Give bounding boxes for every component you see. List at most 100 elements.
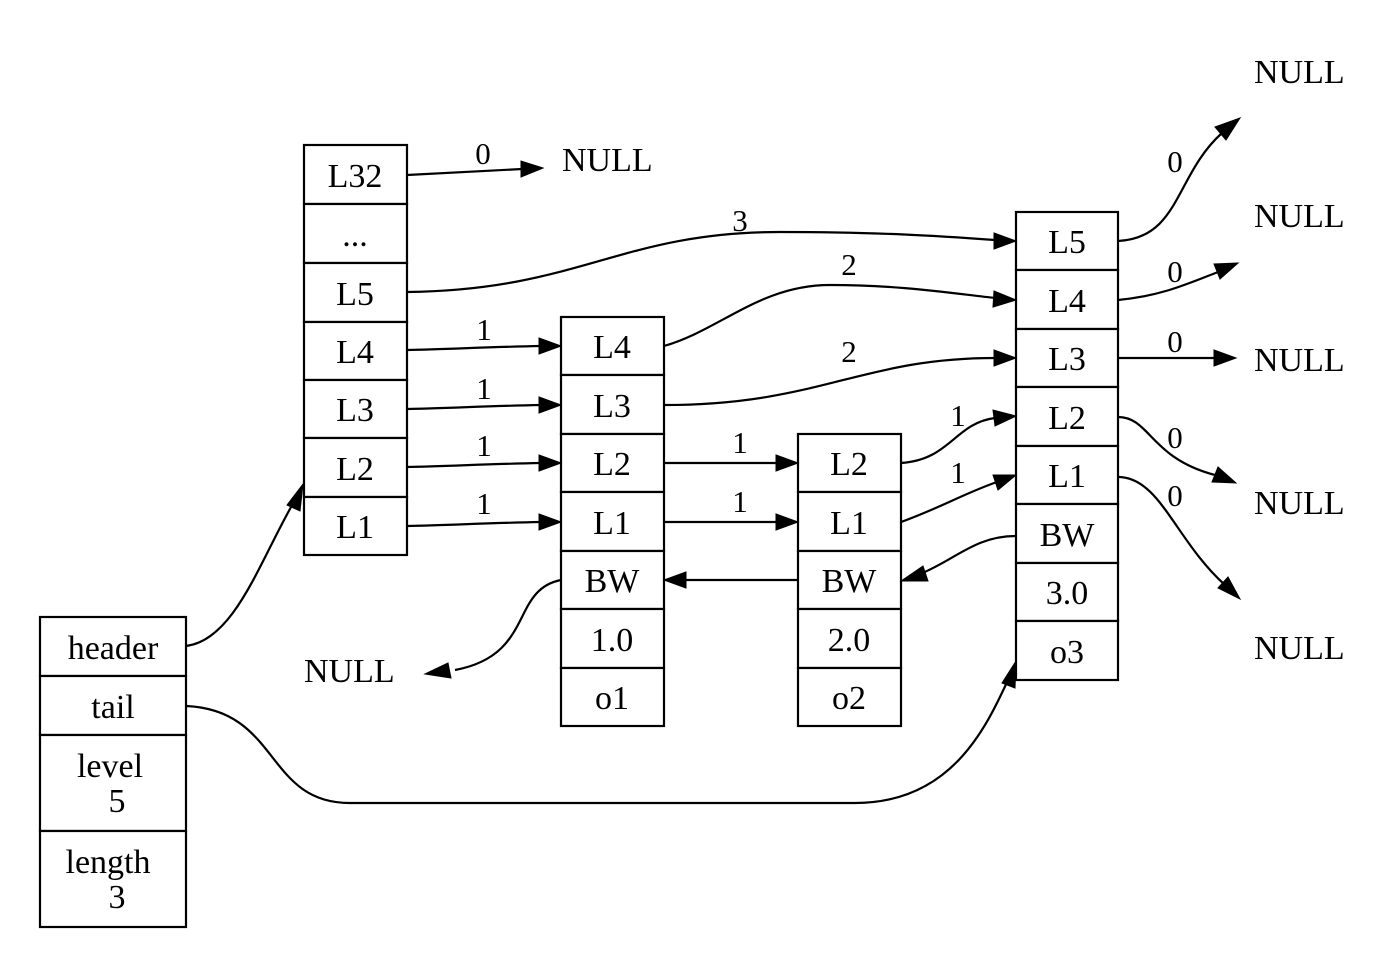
edge-o2-L2 xyxy=(900,416,996,465)
o1-level-text: L1 xyxy=(593,505,631,542)
o2-backward-text: BW xyxy=(822,563,878,600)
edge-o3-L1 xyxy=(1117,475,1226,586)
edge-o1-L3 xyxy=(663,356,996,407)
arrow-head xyxy=(538,337,563,355)
header-level-text: L32 xyxy=(328,158,383,195)
level-label: level xyxy=(77,748,143,785)
o3-level-text: L3 xyxy=(1048,341,1086,378)
header-level-text: L4 xyxy=(336,334,374,371)
header-level-ellipsis xyxy=(302,202,409,265)
node-o2: L2 L1 BW 2.0 o2 xyxy=(796,432,903,728)
header-level-L2 xyxy=(302,436,409,499)
o1-level-text: L3 xyxy=(593,388,631,425)
edge-tail-pointer xyxy=(185,679,1009,805)
o1-score xyxy=(559,607,666,670)
arrow-head xyxy=(1214,117,1242,141)
o1-backward-text: BW xyxy=(585,563,641,600)
o1-obj-text: o1 xyxy=(595,680,629,717)
o2-level-L1 xyxy=(796,490,903,553)
node-o1: L4 L3 L2 L1 BW 1.0 o1 xyxy=(559,315,666,728)
edge-header-L32 xyxy=(406,167,523,177)
o3-score-text: 3.0 xyxy=(1046,575,1089,612)
span-labels: 0 3 1 1 1 1 2 2 1 1 1 1 0 0 0 0 0 xyxy=(475,136,1183,521)
span-label-header-L1: 1 xyxy=(476,486,492,521)
o2-obj-text: o2 xyxy=(832,680,866,717)
arrow-head xyxy=(993,349,1018,367)
arrow-head xyxy=(286,482,304,512)
level-field xyxy=(38,733,188,833)
arrow-head xyxy=(1211,466,1238,484)
span-label-o1-L4: 2 xyxy=(841,247,857,282)
arrow-head xyxy=(992,290,1018,308)
header-level-text: L3 xyxy=(336,392,374,429)
edge-header-pointer xyxy=(185,499,296,648)
arrow-head xyxy=(992,409,1018,427)
null-label: NULL xyxy=(1254,342,1345,379)
header-level-text: L2 xyxy=(336,451,374,488)
length-label: length xyxy=(66,844,151,881)
span-label-o3-L2: 0 xyxy=(1167,420,1183,455)
arrow-head xyxy=(538,454,563,472)
header-field xyxy=(38,615,188,678)
span-label-o3-L3: 0 xyxy=(1167,324,1183,359)
o3-backward-text: BW xyxy=(1040,517,1096,554)
null-label: NULL xyxy=(562,142,653,179)
o2-level-text: L2 xyxy=(830,446,868,483)
null-label: NULL xyxy=(1254,198,1345,235)
o2-score-text: 2.0 xyxy=(828,622,871,659)
header-level-text: L5 xyxy=(336,276,374,313)
arrow-head xyxy=(993,232,1018,250)
header-level-text: ... xyxy=(342,217,368,254)
o3-level-text: L5 xyxy=(1048,224,1086,261)
arrow-head xyxy=(1217,576,1242,601)
edge-header-L5 xyxy=(406,230,996,294)
null-label: NULL xyxy=(1254,485,1345,522)
o1-score-text: 1.0 xyxy=(591,622,634,659)
arrow-head xyxy=(538,513,563,531)
o2-level-L2 xyxy=(796,432,903,494)
arrow-head xyxy=(1001,659,1017,689)
span-label-o1-L1: 1 xyxy=(732,484,748,519)
header-node: L32 ... L5 L4 L3 L2 L1 xyxy=(302,143,409,557)
length-field xyxy=(38,829,188,929)
arrow-head xyxy=(992,474,1018,491)
node-o3: L5 L4 L3 L2 L1 BW 3.0 o3 xyxy=(1014,210,1120,682)
edge-header-L2 xyxy=(406,461,541,469)
zskiplist-struct: header tail level 5 length 3 xyxy=(38,615,188,929)
span-label-header-L2: 1 xyxy=(476,428,492,463)
edge-o3-L2 xyxy=(1117,415,1216,477)
edge-o1-backward xyxy=(454,578,562,672)
edge-o3-backward xyxy=(919,534,1017,576)
o3-obj xyxy=(1014,619,1120,682)
header-level-L4 xyxy=(302,320,409,382)
span-label-header-L32: 0 xyxy=(475,136,491,171)
o2-level-text: L1 xyxy=(830,505,868,542)
edge-header-L3 xyxy=(406,403,541,411)
arrow-head xyxy=(423,662,452,679)
null-labels: NULL NULL NULL NULL NULL NULL NULL xyxy=(304,54,1345,690)
length-value: 3 xyxy=(109,879,126,916)
span-label-header-L3: 1 xyxy=(476,371,492,406)
span-label-o2-L1: 1 xyxy=(950,455,966,490)
edges xyxy=(185,117,1242,805)
arrow-head xyxy=(775,513,800,531)
edge-o1-L4 xyxy=(663,283,996,348)
span-label-o3-L4: 0 xyxy=(1167,254,1183,289)
o3-level-text: L1 xyxy=(1048,458,1086,495)
edge-header-L4 xyxy=(406,344,541,352)
o1-level-text: L2 xyxy=(593,446,631,483)
edge-o3-L5 xyxy=(1117,132,1223,243)
span-label-o3-L1: 0 xyxy=(1167,478,1183,513)
o2-obj xyxy=(796,666,903,728)
header-level-text: L1 xyxy=(336,509,374,546)
o3-score xyxy=(1014,561,1120,623)
arrow-head xyxy=(538,396,563,414)
o1-obj xyxy=(559,666,666,728)
arrow-head xyxy=(520,160,545,178)
o3-level-text: L4 xyxy=(1048,283,1086,320)
o1-level-L2 xyxy=(559,432,666,494)
edge-o3-L4 xyxy=(1117,270,1219,302)
arrow-head xyxy=(899,565,929,582)
edge-o2-L1 xyxy=(900,480,998,524)
